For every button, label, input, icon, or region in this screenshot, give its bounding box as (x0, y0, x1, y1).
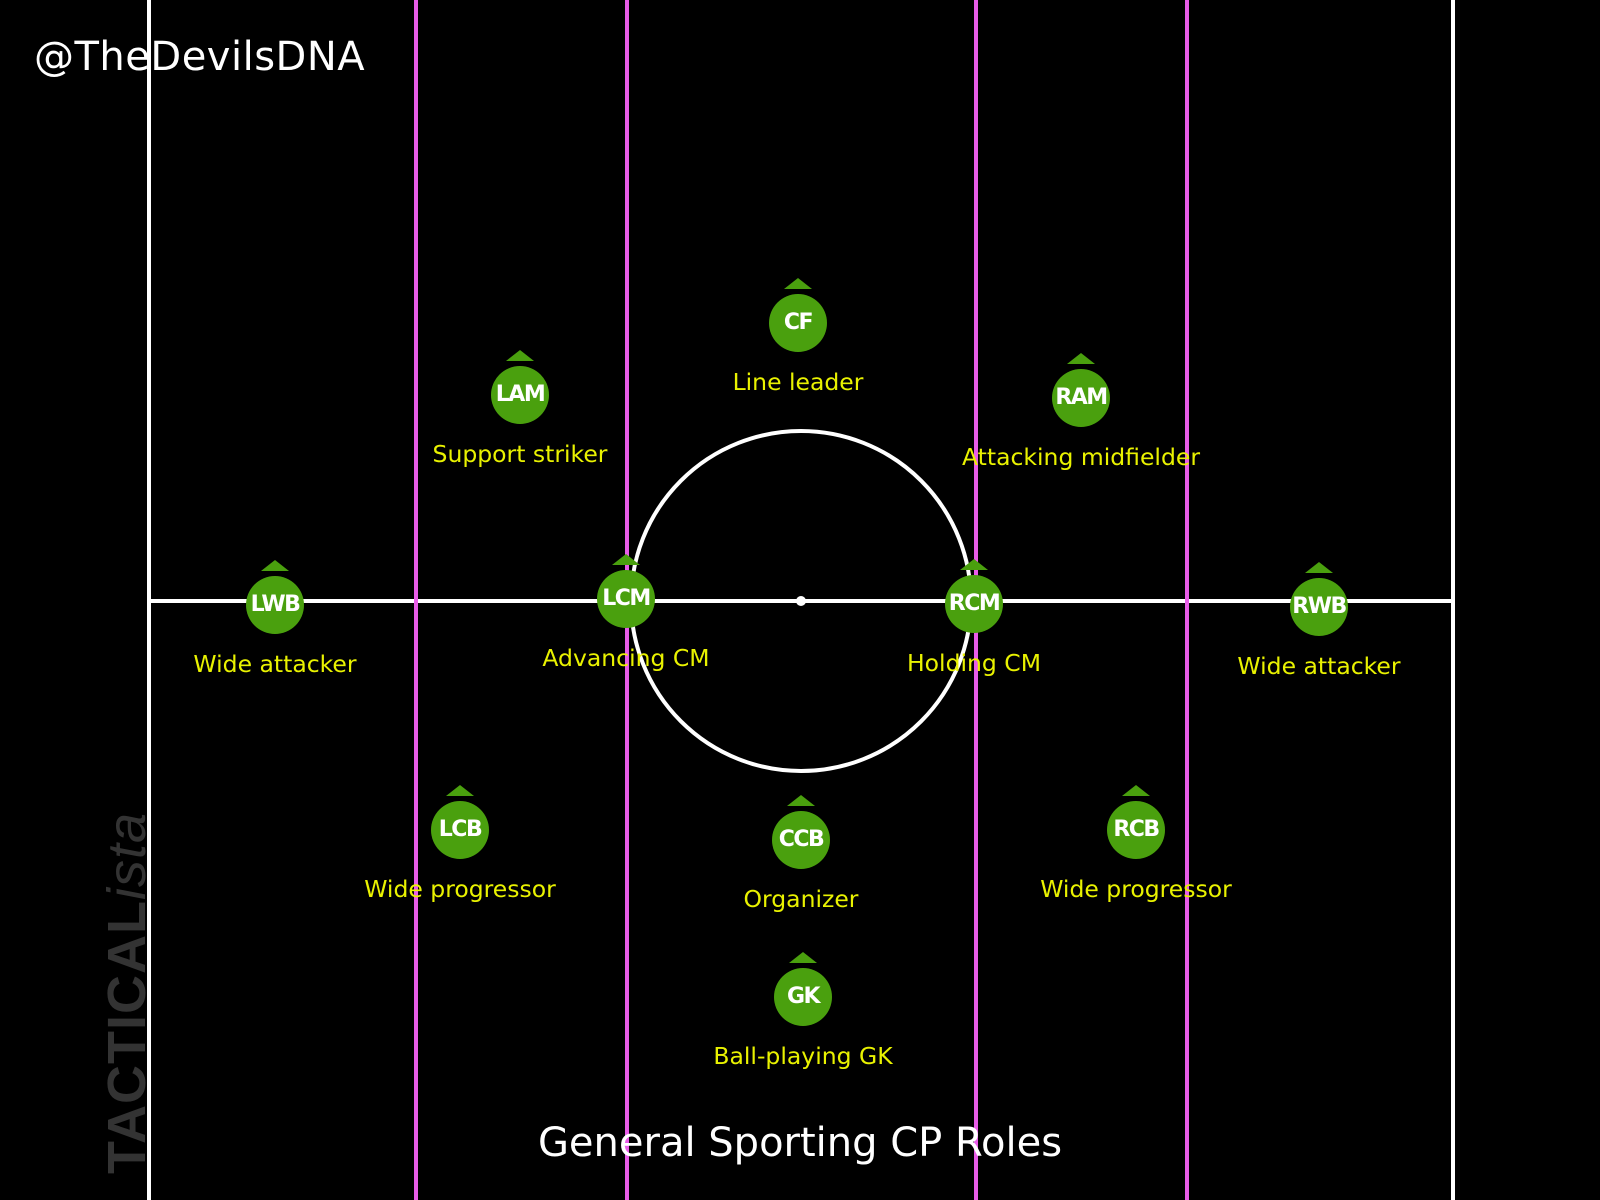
advance-arrow-icon (446, 785, 474, 796)
advance-arrow-icon (960, 559, 988, 570)
advance-arrow-icon (261, 560, 289, 571)
role-label: Wide progressor (364, 875, 556, 903)
position-badge: LCB (431, 801, 489, 859)
role-label: Wide progressor (1040, 875, 1232, 903)
advance-arrow-icon (1067, 353, 1095, 364)
role-label: Line leader (732, 368, 864, 396)
advance-arrow-icon (1122, 785, 1150, 796)
position-badge: RCM (945, 575, 1003, 633)
role-label: Wide attacker (193, 650, 357, 678)
advance-arrow-icon (789, 952, 817, 963)
position-badge: LCM (597, 570, 655, 628)
role-label: Ball-playing GK (713, 1042, 893, 1070)
role-label: Holding CM (907, 649, 1041, 677)
diagram-caption: General Sporting CP Roles (537, 1120, 1063, 1166)
role-label: Advancing CM (542, 644, 710, 672)
advance-arrow-icon (612, 554, 640, 565)
role-label: Support striker (432, 440, 608, 468)
position-badge: RCB (1107, 801, 1165, 859)
author-handle: @TheDevilsDNA (34, 34, 366, 80)
center-spot (796, 596, 806, 606)
position-badge: LAM (491, 366, 549, 424)
role-label: Attacking midfielder (962, 443, 1200, 471)
position-badge: GK (774, 968, 832, 1026)
position-badge: LWB (246, 576, 304, 634)
role-label: Wide attacker (1237, 652, 1401, 680)
advance-arrow-icon (506, 350, 534, 361)
position-badge: CF (769, 294, 827, 352)
role-label: Organizer (743, 885, 859, 913)
advance-arrow-icon (784, 278, 812, 289)
position-badge: RWB (1290, 578, 1348, 636)
watermark-italic: ista (97, 812, 157, 901)
position-badge: RAM (1052, 369, 1110, 427)
advance-arrow-icon (1305, 562, 1333, 573)
advance-arrow-icon (787, 795, 815, 806)
position-badge: CCB (772, 811, 830, 869)
